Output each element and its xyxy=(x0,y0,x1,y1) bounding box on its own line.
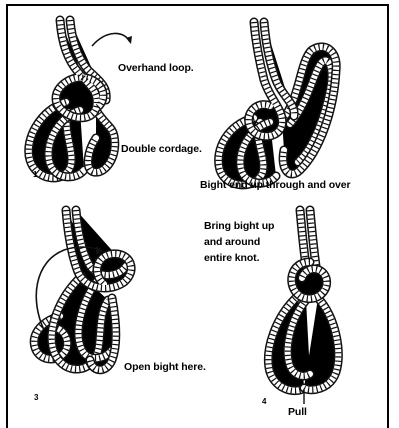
step-number-4: 4 xyxy=(262,397,266,406)
label-double-cordage: Double cordage. xyxy=(121,143,202,155)
step-3-illustration xyxy=(34,210,131,370)
label-bring-bight-up: Bring bight up and around entire knot. xyxy=(204,218,274,266)
step-4-illustration xyxy=(268,210,338,404)
step-number-2: 2 xyxy=(230,166,234,175)
label-open-bight: Open bight here. xyxy=(124,361,206,373)
step-number-1: 1 xyxy=(33,170,37,179)
label-pull: Pull xyxy=(288,406,307,418)
step-1-illustration xyxy=(29,20,132,178)
step-number-3: 3 xyxy=(34,393,38,402)
label-bight-end-up: Bight end up through and over xyxy=(200,179,351,191)
step-2-illustration xyxy=(219,22,337,185)
label-overhand-loop: Overhand loop. xyxy=(118,62,194,74)
